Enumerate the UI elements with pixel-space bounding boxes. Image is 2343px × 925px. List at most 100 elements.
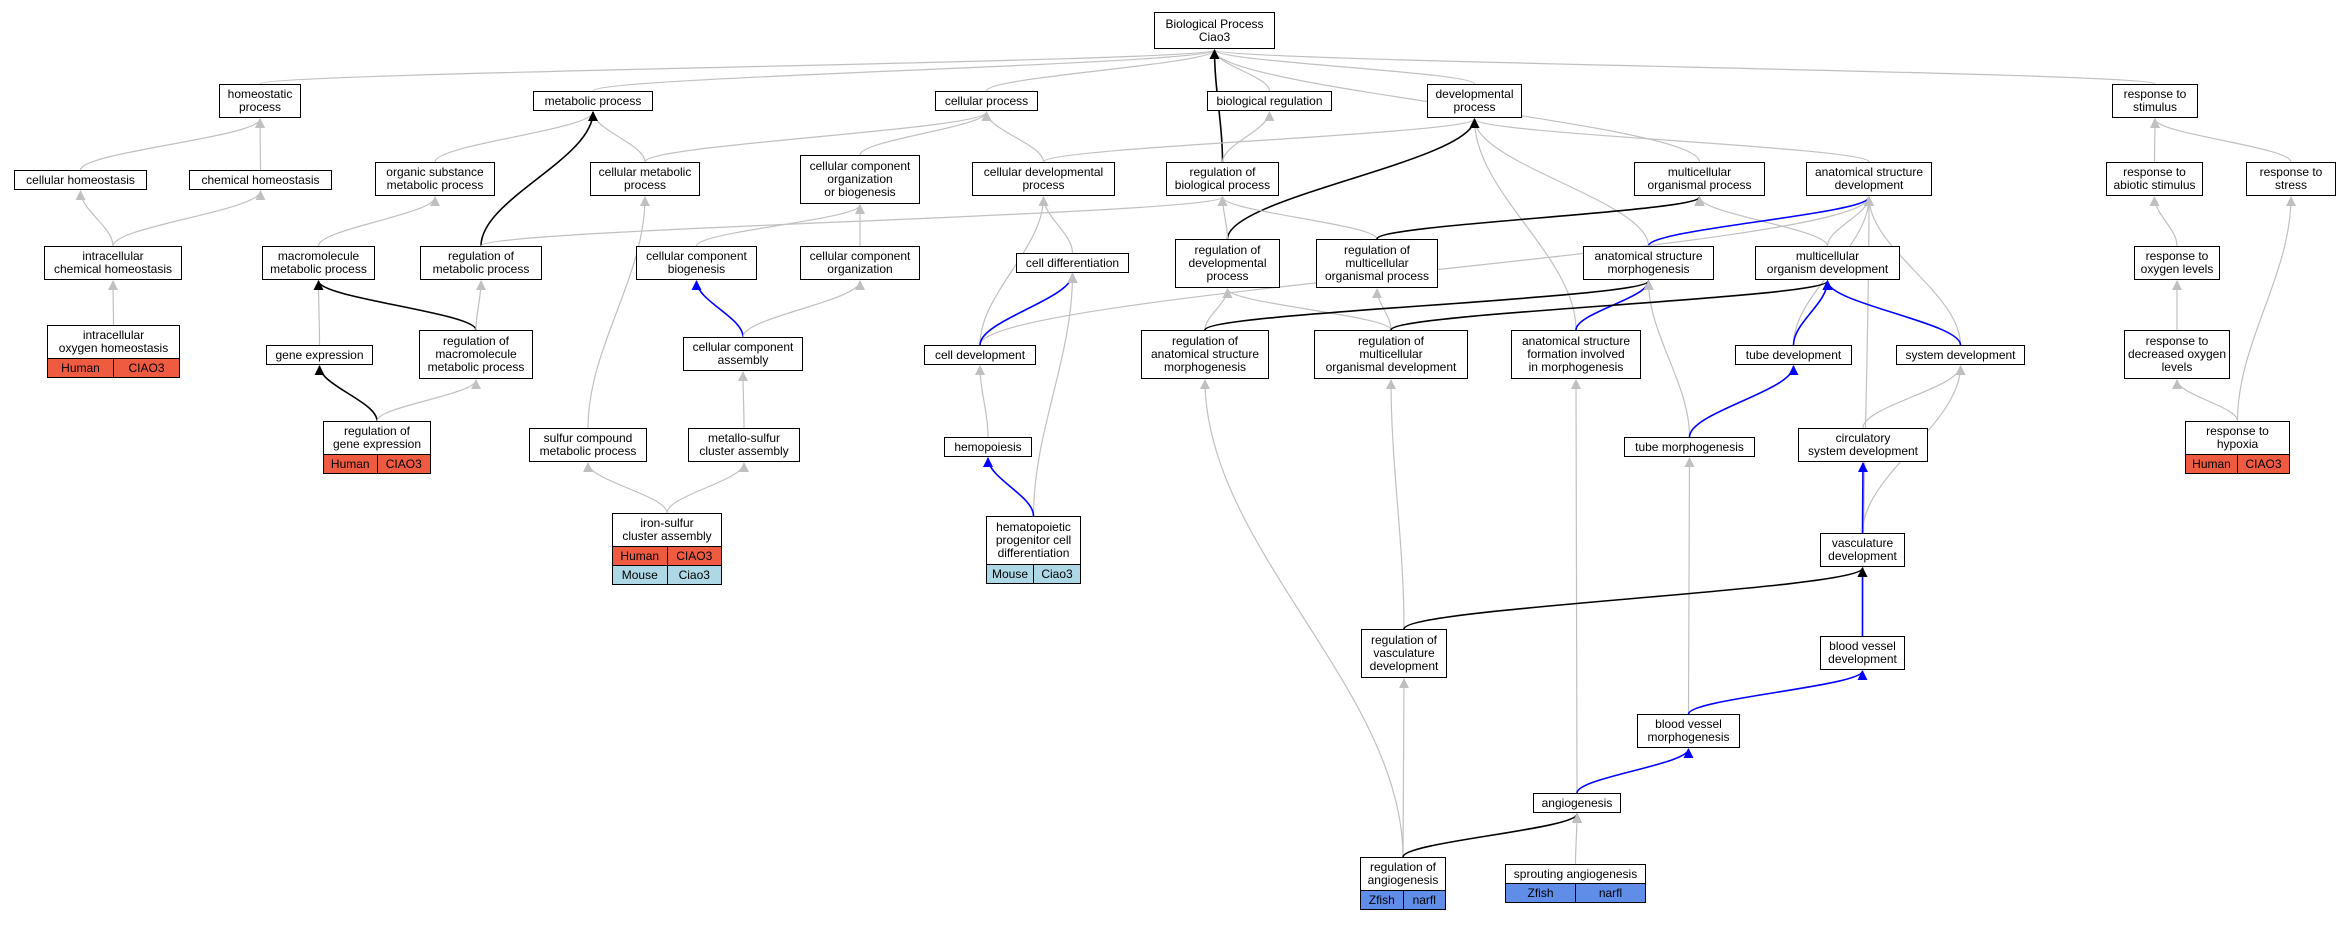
edge-bvmorph-to-bvdev bbox=[1687, 670, 1868, 715]
go-term-anatdev[interactable]: anatomical structure development bbox=[1806, 162, 1932, 196]
edge-reggeneexp-to-regmacro bbox=[376, 379, 481, 422]
go-term-stress[interactable]: response to stress bbox=[2246, 162, 2336, 196]
go-term-bvdev[interactable]: blood vessel development bbox=[1820, 636, 1905, 670]
go-term-ccorg[interactable]: cellular component organization or bioge… bbox=[800, 155, 920, 204]
go-term-bp[interactable]: Biological Process Ciao3 bbox=[1154, 12, 1275, 49]
edge-celldev-to-celldevproc bbox=[979, 196, 1049, 346]
go-term-vascdev[interactable]: vasculature development bbox=[1820, 533, 1905, 567]
go-term-intrachem[interactable]: intracellular chemical homeostasis bbox=[44, 246, 182, 280]
edge-regangio-to-angio bbox=[1402, 813, 1582, 858]
edge-celldiff-to-celldevproc bbox=[1038, 196, 1074, 254]
edge-tubemorph-to-anatmorph bbox=[1643, 280, 1691, 438]
edge-intrachem-to-chemhomeo bbox=[112, 190, 266, 247]
go-term-anatmorph[interactable]: anatomical structure morphogenesis bbox=[1583, 246, 1714, 280]
edge-hemato-to-celldiff bbox=[1032, 273, 1078, 517]
edge-anatmorph-to-devproc bbox=[1469, 118, 1650, 247]
go-term-metallo[interactable]: metallo-sulfur cluster assembly bbox=[688, 428, 800, 462]
go-term-metabolic[interactable]: metabolic process bbox=[533, 91, 653, 111]
go-term-tubemorph[interactable]: tube morphogenesis bbox=[1624, 437, 1755, 457]
go-term-multidev[interactable]: multicellular organism development bbox=[1755, 246, 1900, 280]
edge-regmulti-to-multiorg bbox=[1376, 196, 1705, 240]
go-term-chemhomeo[interactable]: chemical homeostasis bbox=[189, 170, 332, 190]
go-term-homeostatic[interactable]: homeostatic process bbox=[219, 84, 301, 118]
edge-cellhomeo-to-homeostatic bbox=[79, 118, 265, 171]
edge-regmeta-to-metabolic bbox=[480, 111, 598, 247]
annotation-gene: CIAO3 bbox=[113, 358, 179, 377]
go-term-cellular[interactable]: cellular process bbox=[935, 91, 1038, 111]
go-term-sulfur[interactable]: sulfur compound metabolic process bbox=[529, 428, 647, 462]
go-term-sprout[interactable]: sprouting angiogenesis bbox=[1505, 864, 1646, 884]
go-term-hemato[interactable]: hematopoietic progenitor cell differenti… bbox=[986, 516, 1081, 565]
go-term-tubedev[interactable]: tube development bbox=[1735, 345, 1852, 365]
edge-devproc-to-bp bbox=[1209, 49, 1476, 85]
edge-ccassembly-to-ccorganization bbox=[742, 280, 865, 338]
edge-stress-to-stimulus bbox=[2150, 118, 2292, 163]
go-term-regdev[interactable]: regulation of developmental process bbox=[1175, 239, 1280, 288]
go-term-regmulti[interactable]: regulation of multicellular organismal p… bbox=[1316, 239, 1438, 288]
go-term-regmacro[interactable]: regulation of macromolecule metabolic pr… bbox=[419, 330, 533, 379]
go-term-regbio[interactable]: regulation of biological process bbox=[1166, 162, 1279, 196]
go-term-celldiff[interactable]: cell differentiation bbox=[1016, 253, 1129, 273]
annotation-species: Zfish bbox=[1527, 885, 1554, 900]
go-term-oxylevels[interactable]: response to oxygen levels bbox=[2134, 246, 2220, 280]
go-term-regangio[interactable]: regulation of angiogenesis bbox=[1360, 857, 1446, 891]
edge-cellmeta-to-cellular bbox=[644, 111, 992, 163]
edge-oxylevels-to-abiotic bbox=[2149, 196, 2178, 247]
edge-sysdev-to-multidev bbox=[1822, 280, 1962, 346]
go-term-orgsub[interactable]: organic substance metabolic process bbox=[375, 162, 495, 196]
edge-regvasc-to-regmultidev bbox=[1386, 379, 1405, 630]
go-term-hemopoiesis[interactable]: hemopoiesis bbox=[944, 437, 1032, 457]
go-term-macromol[interactable]: macromolecule metabolic process bbox=[262, 246, 375, 280]
edge-ccorg-to-cellular bbox=[859, 111, 992, 156]
edge-circdev-to-sysdev bbox=[1862, 365, 1966, 429]
go-term-geneexp[interactable]: gene expression bbox=[266, 345, 373, 365]
go-term-cellhomeo[interactable]: cellular homeostasis bbox=[14, 170, 147, 190]
edge-anatmorph-to-anatdev bbox=[1647, 196, 1874, 247]
go-term-celldev[interactable]: cell development bbox=[924, 345, 1036, 365]
go-term-ironsulfur[interactable]: iron-sulfur cluster assembly bbox=[612, 513, 722, 547]
go-term-regmultidev[interactable]: regulation of multicellular organismal d… bbox=[1314, 330, 1468, 379]
go-term-celldevproc[interactable]: cellular developmental process bbox=[972, 162, 1115, 196]
edge-regmultidev-to-regmulti bbox=[1372, 288, 1392, 331]
edge-regdev-to-devproc bbox=[1226, 118, 1480, 240]
go-term-bvmorph[interactable]: blood vessel morphogenesis bbox=[1637, 714, 1740, 748]
go-term-bioreg[interactable]: biological regulation bbox=[1207, 91, 1332, 111]
edge-chemhomeo-to-homeostatic bbox=[255, 118, 266, 171]
edge-ccbio-to-ccorg bbox=[695, 204, 865, 247]
edge-bioreg-to-bp bbox=[1209, 49, 1271, 92]
go-term-anatform[interactable]: anatomical structure formation involved … bbox=[1511, 330, 1641, 379]
go-term-ccbio[interactable]: cellular component biogenesis bbox=[636, 246, 757, 280]
annotation-gene: CIAO3 bbox=[666, 546, 722, 565]
go-term-abiotic[interactable]: response to abiotic stimulus bbox=[2106, 162, 2203, 196]
edge-cellmeta-to-metabolic bbox=[588, 111, 646, 163]
go-term-stimulus[interactable]: response to stimulus bbox=[2112, 84, 2198, 118]
go-term-decoxy[interactable]: response to decreased oxygen levels bbox=[2124, 330, 2230, 379]
go-term-sysdev[interactable]: system development bbox=[1896, 345, 2025, 365]
go-term-cellmeta[interactable]: cellular metabolic process bbox=[590, 162, 700, 196]
go-term-reganatmorph[interactable]: regulation of anatomical structure morph… bbox=[1141, 330, 1269, 379]
go-term-circdev[interactable]: circulatory system development bbox=[1798, 428, 1928, 462]
go-term-regmeta[interactable]: regulation of metabolic process bbox=[420, 246, 542, 280]
edge-anatdev-to-devproc bbox=[1469, 118, 1870, 163]
edge-macromol-to-orgsub bbox=[317, 196, 440, 247]
edge-intraoxy-to-intrachem bbox=[108, 280, 119, 326]
edge-regangio-to-reganatmorph bbox=[1200, 379, 1404, 858]
edge-hemato-to-hemopoiesis bbox=[983, 457, 1035, 517]
edge-regmacro-to-macromol bbox=[313, 280, 477, 331]
edge-sprout-to-angio bbox=[1571, 813, 1582, 865]
go-term-devproc[interactable]: developmental process bbox=[1427, 84, 1522, 118]
go-term-intraoxy[interactable]: intracellular oxygen homeostasis bbox=[47, 325, 180, 359]
go-term-angio[interactable]: angiogenesis bbox=[1533, 793, 1621, 813]
go-term-multiorg[interactable]: multicellular organismal process bbox=[1634, 162, 1765, 196]
go-term-reggeneexp[interactable]: regulation of gene expression bbox=[323, 421, 431, 455]
go-term-regvasc[interactable]: regulation of vasculature development bbox=[1361, 629, 1447, 678]
go-term-hypoxia[interactable]: response to hypoxia bbox=[2185, 421, 2290, 455]
edge-intrachem-to-cellhomeo bbox=[75, 190, 114, 247]
edge-angio-to-anatform bbox=[1571, 379, 1582, 794]
edge-regmultidev-to-regdev bbox=[1222, 288, 1392, 331]
go-term-ccassembly[interactable]: cellular component assembly bbox=[683, 337, 803, 371]
go-term-ccorganization[interactable]: cellular component organization bbox=[800, 246, 920, 280]
